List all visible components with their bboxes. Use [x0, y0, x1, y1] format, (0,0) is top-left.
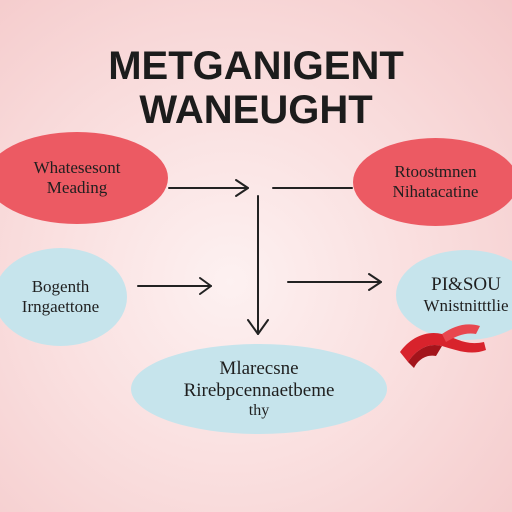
node-mid-left-line1: Bogenth: [31, 277, 90, 297]
arrow-right-icon: [168, 179, 249, 197]
node-mid-left: Bogenth Irngaettone: [0, 248, 127, 346]
node-top-right-line1: Rtoostmnen: [394, 162, 477, 182]
node-top-left-line2: Meading: [46, 178, 108, 197]
node-top-left-line1: Whatesesont: [33, 158, 121, 178]
ribbon-icon: [400, 324, 486, 368]
diagram-title-line1: METGANIGENT: [108, 44, 404, 88]
node-top-right: Rtoostmnen Nihatacatine: [353, 138, 512, 226]
arrow-right-icon: [287, 273, 382, 291]
diagram-title-line2: WANEUGHT: [139, 88, 373, 132]
node-bottom-line1: Mlarecsne: [219, 357, 299, 379]
node-mid-left-line2: Irngaettone: [21, 297, 100, 316]
arrow-down-icon: [247, 195, 269, 335]
node-bottom-line2: Rirebpcennaetbeme: [183, 379, 335, 401]
arrow-right-icon: [137, 277, 212, 295]
node-mid-right-line1: PI&SOU: [431, 274, 501, 296]
node-mid-right-line2: Wnistnitttlie: [423, 296, 509, 316]
node-top-right-line2: Nihatacatine: [392, 182, 479, 201]
node-top-left: Whatesesont Meading: [0, 132, 168, 224]
node-mid-right: PI&SOU Wnistnitttlie: [396, 250, 512, 340]
node-bottom: Mlarecsne Rirebpcennaetbeme thy: [131, 344, 387, 434]
node-bottom-line3: thy: [248, 401, 270, 419]
